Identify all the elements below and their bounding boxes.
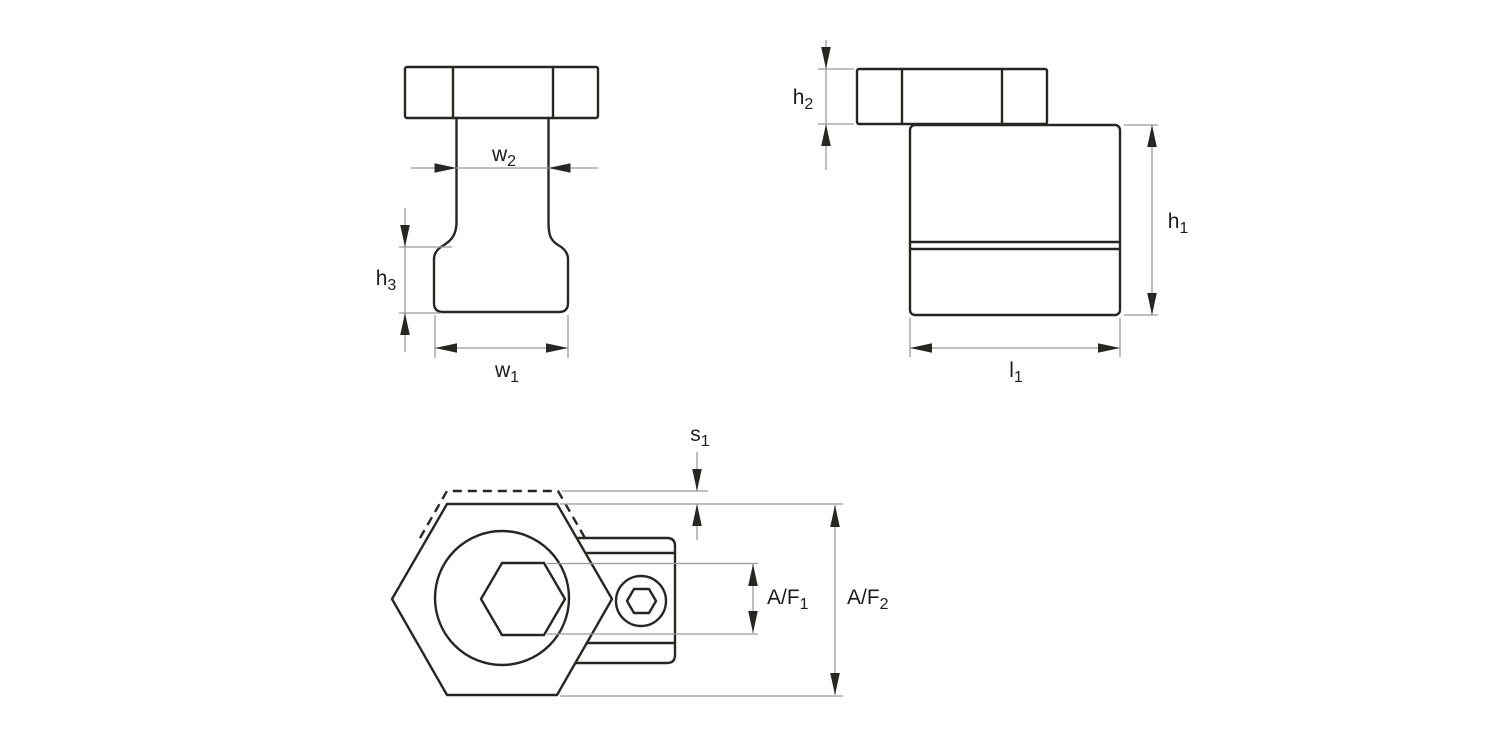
top-view: s1 A/F1 A/F2 — [390, 423, 889, 697]
dim-h3: h3 — [376, 208, 452, 352]
dim-w1-arrow-right — [546, 343, 568, 353]
side-view: h2 h1 l1 — [793, 40, 1189, 386]
dim-w2-arrow-right — [548, 163, 571, 173]
dim-h1-arrow-bottom — [1147, 293, 1157, 315]
dim-l1-arrow-right — [1098, 343, 1120, 353]
label-s1: s1 — [690, 423, 710, 450]
hex-body-outline — [390, 502, 614, 697]
label-w1: w1 — [494, 359, 519, 386]
dim-h1: h1 — [1124, 124, 1189, 316]
side-hex-head-outline — [855, 67, 1049, 126]
dim-s1-arrow-bottom — [692, 504, 702, 526]
dim-h2-arrow-bottom — [821, 124, 831, 146]
dim-w1-arrow-left — [435, 343, 457, 353]
label-h3: h3 — [376, 267, 397, 294]
hex-boss-circle — [433, 529, 571, 667]
dim-h2-arrow-top — [821, 47, 831, 69]
dim-h3-arrow-bottom — [400, 313, 410, 335]
dim-w2-arrow-left — [434, 163, 457, 173]
dim-af2-arrow-top — [830, 505, 840, 527]
dim-l1: l1 — [909, 318, 1121, 386]
label-h1: h1 — [1168, 210, 1189, 237]
dim-l1-arrow-left — [910, 343, 932, 353]
dim-af1-arrow-bottom — [748, 611, 758, 633]
side-body-outline — [908, 123, 1122, 317]
front-hex-head-outline — [403, 65, 600, 120]
label-w2: w2 — [491, 143, 516, 170]
hex-dashed-rotated-outline — [418, 489, 587, 539]
dim-af1: A/F1 — [547, 562, 809, 635]
tab-outline — [573, 536, 677, 665]
dim-af2-arrow-bottom — [830, 673, 840, 695]
dim-s1: s1 — [562, 423, 710, 540]
dim-s1-arrow-top — [692, 469, 702, 491]
label-l1: l1 — [1009, 359, 1023, 386]
set-screw-hex-socket — [625, 587, 658, 615]
dim-af1-arrow-top — [748, 564, 758, 586]
label-af2: A/F2 — [847, 586, 889, 613]
front-stem-and-base-outline — [432, 116, 570, 314]
dim-h3-arrow-top — [400, 225, 410, 247]
dim-af2: A/F2 — [560, 503, 889, 697]
dim-h2: h2 — [793, 40, 854, 170]
label-h2: h2 — [793, 86, 814, 113]
set-screw-circle — [614, 574, 668, 628]
dim-w1: w1 — [434, 315, 569, 386]
dim-h1-arrow-top — [1147, 125, 1157, 147]
front-view: w2 h3 w1 — [376, 65, 600, 386]
label-af1: A/F1 — [767, 586, 809, 613]
dim-w2: w2 — [411, 143, 598, 173]
hex-socket-outline — [479, 561, 567, 637]
